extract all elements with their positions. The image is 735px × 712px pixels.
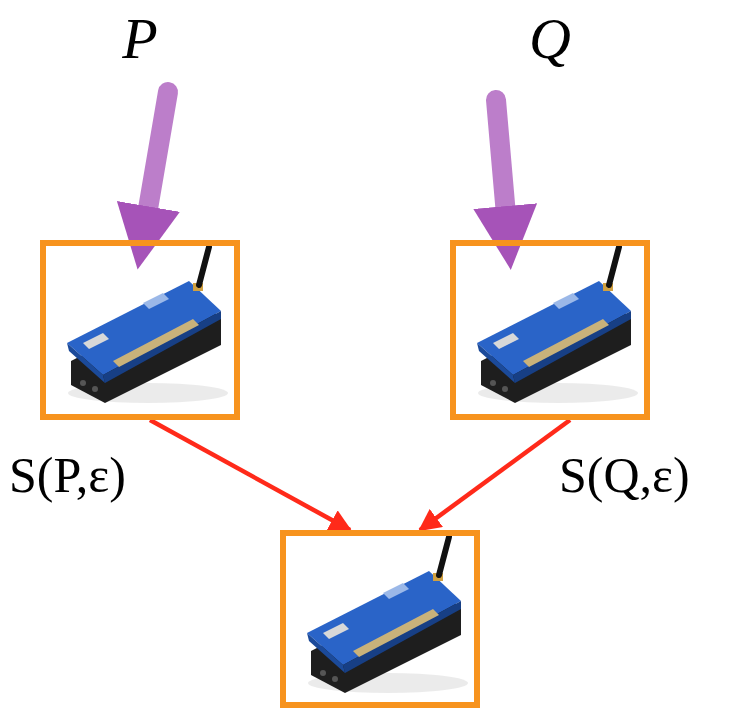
edge-label: S(Q,ε) — [556, 448, 693, 503]
sensor-box — [280, 530, 480, 708]
input-label: P — [46, 10, 234, 68]
sensor-box: P — [40, 240, 240, 420]
edge-label: S(P,ε) — [6, 448, 129, 503]
sensor-box: Q — [450, 240, 650, 420]
input-label: Q — [456, 10, 644, 68]
signal-arrow — [150, 420, 350, 530]
signal-arrow — [420, 420, 570, 530]
